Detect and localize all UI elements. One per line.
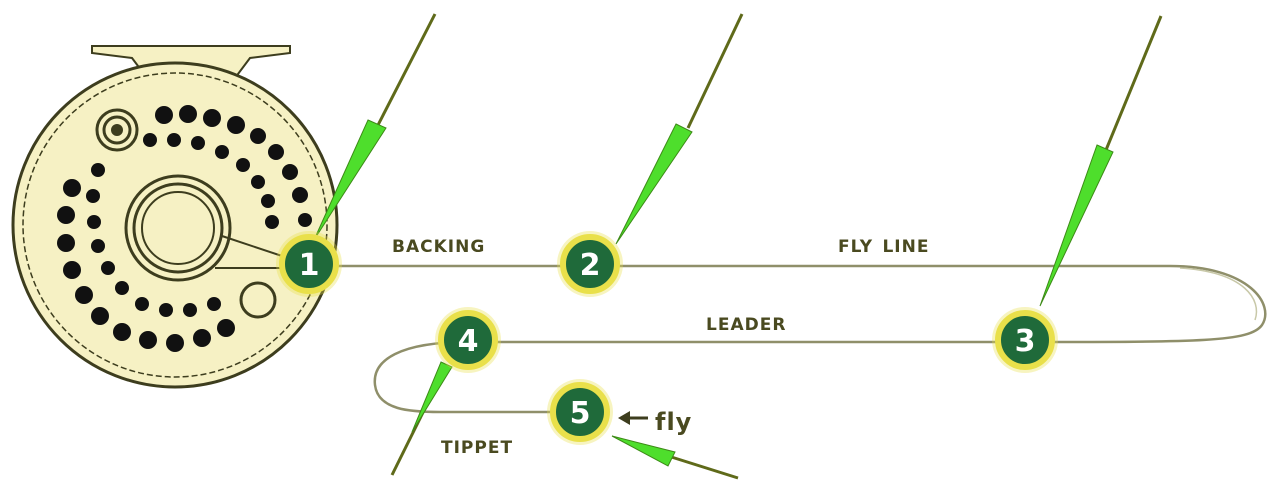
- fly-reel-icon: [11, 45, 339, 389]
- reel-hole: [167, 133, 181, 147]
- fly-line: [590, 264, 1267, 344]
- reel-hole: [86, 189, 100, 203]
- label-fly-line: fly line: [838, 230, 929, 258]
- knot-number: 2: [580, 248, 601, 283]
- reel-hole: [203, 109, 221, 127]
- knot-5: 5: [547, 379, 613, 445]
- reel-hole: [159, 303, 173, 317]
- pointer-3: [1039, 144, 1114, 307]
- reel-hole: [191, 136, 205, 150]
- reel-hole: [292, 187, 308, 203]
- line-path: [310, 264, 1267, 414]
- reel-hole: [215, 145, 229, 159]
- reel-hole: [251, 175, 265, 189]
- reel-hole: [265, 215, 279, 229]
- reel-hole: [101, 261, 115, 275]
- pointer-1-shaft: [375, 13, 437, 128]
- knots: 1 2 3 4 5: [276, 231, 1058, 445]
- pointer-lines: [375, 13, 1163, 480]
- loop-shading: [1179, 267, 1258, 321]
- pointer-2-shaft: [686, 13, 744, 129]
- reel-hole: [57, 206, 75, 224]
- reel-hole: [139, 331, 157, 349]
- reel-hole: [236, 158, 250, 172]
- tippet-line: [373, 340, 580, 414]
- reel-hole: [261, 194, 275, 208]
- arrow-left-icon: [618, 411, 648, 425]
- reel-hole: [115, 281, 129, 295]
- pointer-5-shaft: [664, 453, 739, 480]
- label-leader: leader: [706, 308, 786, 336]
- reel-hole: [57, 234, 75, 252]
- knot-3: 3: [992, 307, 1058, 373]
- reel-hole: [91, 163, 105, 177]
- label-tippet: tippet: [441, 431, 513, 459]
- pointer-1: [313, 119, 387, 241]
- reel-hole: [91, 307, 109, 325]
- reel-hole: [143, 133, 157, 147]
- knot-2: 2: [557, 231, 623, 297]
- reel-hole: [63, 261, 81, 279]
- reel-hole: [183, 303, 197, 317]
- reel-hole: [298, 213, 312, 227]
- knot-1: 1: [276, 231, 342, 297]
- pointer-3-shaft: [1104, 15, 1163, 151]
- reel-hole: [207, 297, 221, 311]
- pointer-needles: [313, 119, 1114, 467]
- label-fly: fly: [655, 408, 692, 436]
- knot-number: 5: [570, 396, 591, 431]
- reel-hole: [179, 105, 197, 123]
- reel-hole: [250, 128, 266, 144]
- label-backing: backing: [392, 230, 485, 258]
- reel-hole: [227, 116, 245, 134]
- reel-hole: [282, 164, 298, 180]
- reel-hole: [63, 179, 81, 197]
- pointer-5: [611, 435, 676, 467]
- reel-hole: [166, 334, 184, 352]
- pointer-4: [411, 361, 453, 433]
- reel-hole: [113, 323, 131, 341]
- reel-hole: [268, 144, 284, 160]
- reel-hole: [91, 239, 105, 253]
- reel-hole: [87, 215, 101, 229]
- reel-hole: [193, 329, 211, 347]
- knot-number: 1: [299, 248, 320, 283]
- knot-number: 4: [458, 324, 479, 359]
- reel-hole: [75, 286, 93, 304]
- knot-4: 4: [435, 307, 501, 373]
- reel-hole: [217, 319, 235, 337]
- reel-hole: [155, 106, 173, 124]
- reel-hole: [135, 297, 149, 311]
- knot-number: 3: [1015, 324, 1036, 359]
- pointer-2: [615, 123, 693, 245]
